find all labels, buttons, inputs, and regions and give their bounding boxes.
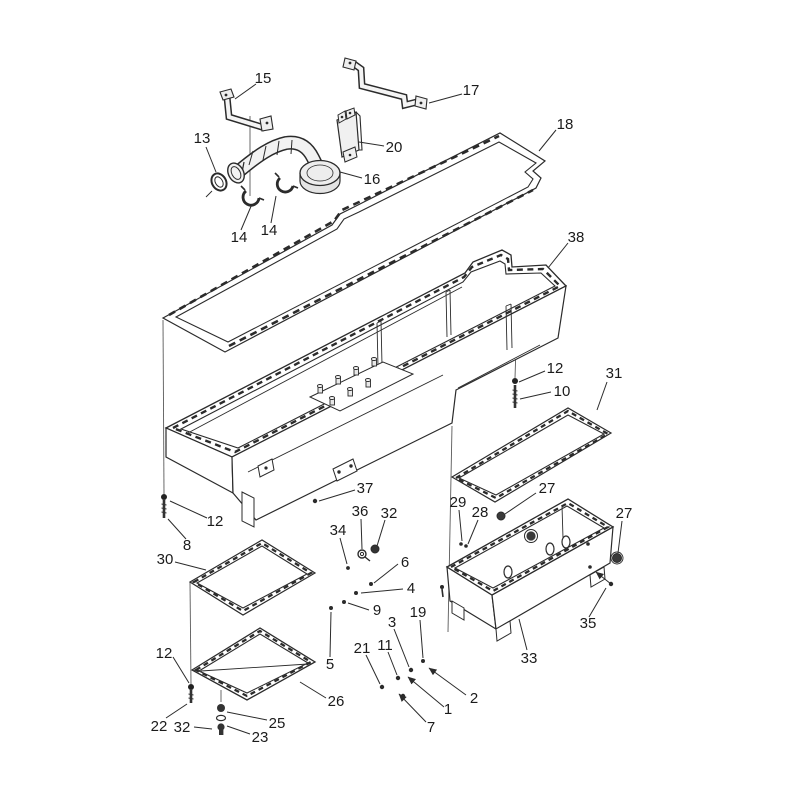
part-label-12-left: 12 [207,513,224,530]
washer-36 [357,549,367,559]
clamp-14-right [274,172,299,194]
bolt-9 [342,600,346,604]
pan-section-26 [190,627,317,701]
part-label-33: 33 [521,650,538,667]
part-label-18: 18 [557,116,574,133]
part-label-12-bottom: 12 [156,645,173,662]
part-label-15: 15 [255,70,272,87]
bolt-12-22-bottom [188,684,194,703]
small-hardware-cluster [329,544,425,699]
part-label-27-upper: 27 [539,480,556,497]
gasket-18 [161,132,547,353]
plug-32-top [370,544,380,554]
part-label-3: 3 [388,614,396,631]
part-label-14-a: 14 [231,229,248,246]
part-label-23: 23 [252,729,269,746]
part-label-38: 38 [568,229,585,246]
plug-stack-25-23 [215,704,227,735]
bolt-12-8-left [161,494,167,518]
o-ring-13 [205,172,228,198]
part-label-16: 16 [364,171,381,188]
part-label-8: 8 [183,537,191,554]
part-label-13: 13 [194,130,211,147]
part-label-31: 31 [606,365,623,382]
part-label-14-b: 14 [261,222,278,239]
part-label-30: 30 [157,551,174,568]
part-label-17: 17 [463,82,480,99]
bolt-6 [369,582,373,586]
plug-27-right [612,553,622,563]
plug-37 [312,498,318,504]
part-label-27-right: 27 [616,505,633,522]
part-label-1: 1 [444,701,452,718]
bolt-4 [354,591,358,595]
part-label-35: 35 [580,615,597,632]
bolt-5 [329,606,333,610]
part-label-34: 34 [330,522,347,539]
part-label-32-top: 32 [381,505,398,522]
part-label-12-right: 12 [547,360,564,377]
part-label-11: 11 [377,637,393,654]
part-label-28: 28 [472,504,489,521]
plug-27-upper [496,511,506,521]
part-label-21: 21 [354,640,371,657]
leader-lines [165,83,623,735]
part-label-4: 4 [407,580,415,597]
part-label-2: 2 [470,690,478,707]
oil-pan-33 [440,498,624,642]
part-label-25: 25 [269,715,286,732]
bracket-20 [336,107,363,163]
part-label-9: 9 [373,602,381,619]
part-label-10: 10 [554,383,571,400]
part-label-37: 37 [357,480,374,497]
bolt-12-10-right [512,378,518,408]
part-label-5: 5 [326,656,334,673]
oil-pan-38 [164,249,568,528]
bolt-3 [408,667,414,673]
clamp-14-left [240,185,265,207]
bolt-34 [346,566,350,570]
bolt-28 [464,544,468,548]
part-label-7: 7 [427,719,435,736]
bolt-19 [421,659,425,663]
sump-studs [316,357,378,406]
part-label-22: 22 [151,718,168,735]
part-label-19: 19 [410,604,427,621]
part-label-36: 36 [352,503,369,520]
part-label-26: 26 [328,693,345,710]
gasket-31 [450,407,613,503]
bolt-11 [395,675,401,681]
part-label-32-bottom: 32 [174,719,191,736]
part-labels: 15 13 14 14 17 20 16 18 38 12 10 31 37 2… [151,70,633,746]
bolt-21 [379,684,385,690]
part-label-20: 20 [386,139,403,156]
bracket-17 [342,57,428,110]
gasket-30 [188,539,317,616]
bracket-15 [219,88,274,132]
part-label-29: 29 [450,494,467,511]
suction-tube-16 [227,135,341,195]
bolt-29 [459,542,463,546]
part-label-6: 6 [401,554,409,571]
